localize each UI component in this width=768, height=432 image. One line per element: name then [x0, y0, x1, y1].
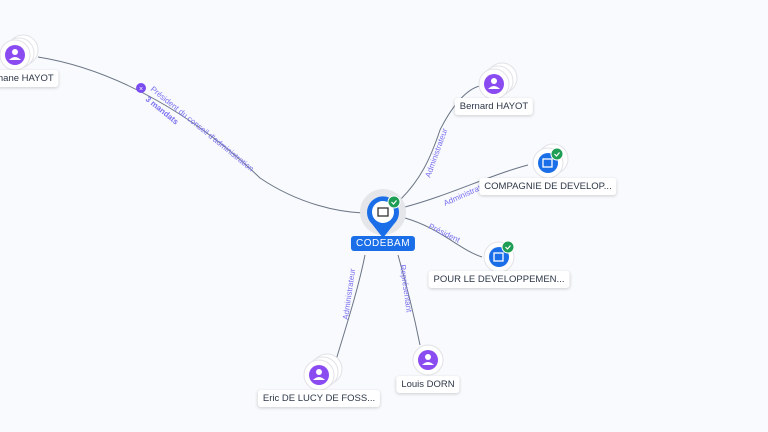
edge-louis	[397, 254, 421, 346]
edge-compagnie	[404, 164, 529, 208]
node-label-louis[interactable]: Louis DORN	[396, 376, 460, 393]
person-icon	[488, 78, 500, 89]
edge-label-stephane: Président du conseil d'administration	[149, 85, 256, 174]
node-codebam[interactable]	[360, 189, 406, 238]
node-louis[interactable]	[412, 344, 444, 376]
building-icon	[542, 158, 553, 168]
verified-icon	[501, 240, 515, 254]
building-icon	[493, 252, 504, 262]
center-label[interactable]: CODEBAM	[350, 236, 416, 251]
svg-text:×: ×	[139, 86, 143, 93]
node-label-eric[interactable]: Eric DE LUCY DE FOSS...	[257, 390, 381, 407]
person-icon	[422, 354, 434, 365]
edge-bernard	[399, 85, 481, 201]
edge-label-pour: Président	[427, 222, 462, 245]
person-icon	[313, 369, 325, 380]
building-icon	[377, 207, 389, 217]
node-label-compagnie[interactable]: COMPAGNIE DE DEVELOP...	[479, 178, 617, 195]
node-pour[interactable]	[483, 240, 515, 273]
edge-stephane	[37, 56, 364, 214]
node-label-pour[interactable]: POUR LE DEVELOPPEMEN...	[428, 271, 570, 288]
verified-icon	[387, 195, 401, 209]
edge-eric	[335, 254, 366, 361]
node-label-bernard[interactable]: Bernard HAYOT	[454, 98, 534, 115]
edge-label-louis: Représentant	[398, 264, 414, 314]
person-icon	[9, 49, 21, 60]
node-bernard[interactable]	[478, 62, 518, 100]
node-eric[interactable]	[303, 353, 343, 391]
edge-label-eric: Administrateur	[341, 268, 357, 321]
edge-pour	[404, 217, 483, 258]
node-compagnie[interactable]	[532, 143, 569, 179]
node-label-stephane[interactable]: Stéphane HAYOT	[0, 70, 59, 87]
verified-icon	[550, 147, 564, 161]
edge-label-bernard: Administrateur	[423, 127, 449, 179]
node-stephane[interactable]	[0, 34, 39, 71]
expand-edge-icon[interactable]	[136, 83, 146, 93]
